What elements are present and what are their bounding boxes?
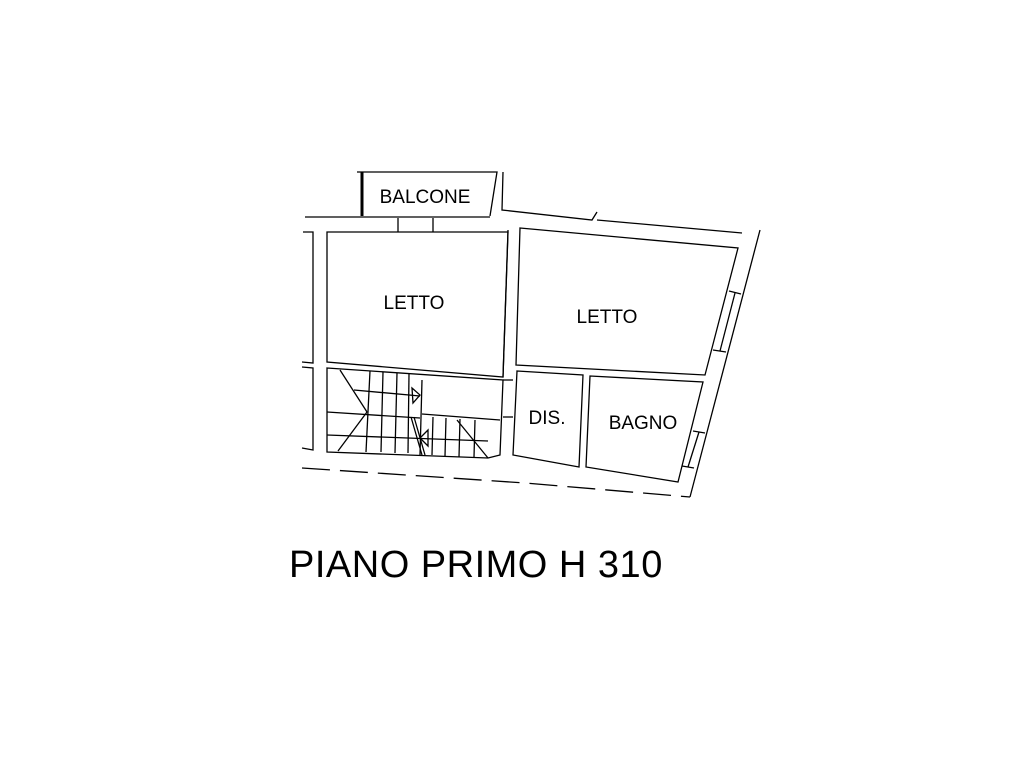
room-letto-2 [515, 227, 739, 376]
label-bagno: BAGNO [609, 413, 678, 434]
balcony [305, 171, 743, 234]
label-balcone: BALCONE [380, 187, 471, 208]
room-dis [512, 370, 584, 468]
label-letto-1: LETTO [384, 293, 445, 314]
staircase [326, 367, 504, 459]
property-boundary [301, 467, 691, 498]
label-dis: DIS. [529, 408, 566, 429]
room-bagno [585, 375, 704, 483]
plan-title: PIANO PRIMO H 310 [289, 544, 663, 586]
left-wall [301, 231, 314, 451]
right-wall [681, 229, 761, 498]
label-letto-2: LETTO [577, 307, 638, 328]
